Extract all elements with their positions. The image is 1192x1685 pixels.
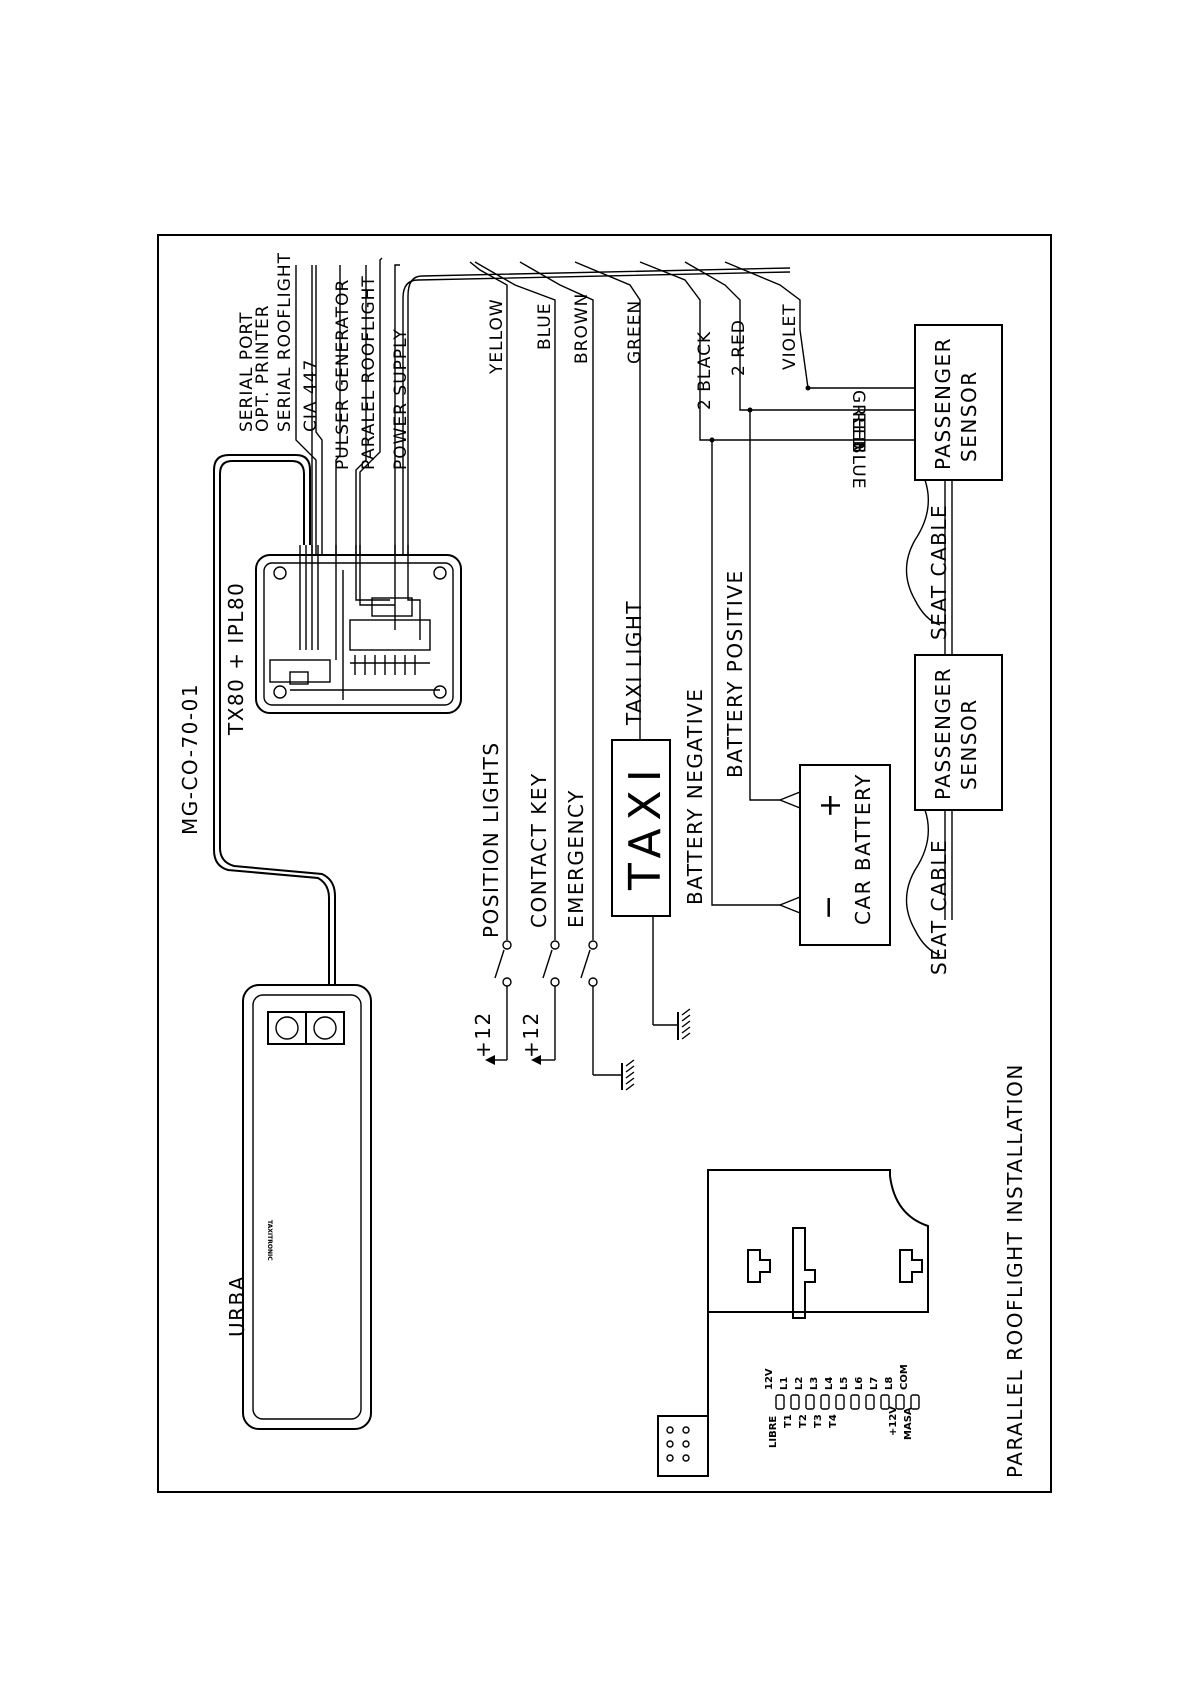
pcb-pin-l4: L4 [824, 1377, 835, 1390]
wire-label-2-black: 2 BLACK [695, 331, 715, 410]
connector-label-pulser-generator: PULSER GENERATOR [333, 279, 353, 470]
wire-label-violet: VIOLET [780, 303, 800, 370]
label-contact-key: CONTACT KEY [527, 772, 551, 928]
pcb-pins [775, 1394, 920, 1410]
pcb-pin-l2: L2 [794, 1377, 805, 1390]
sensor-wire-label-blue: BLUE [848, 442, 868, 489]
taxi-sign [611, 725, 691, 1040]
seat-cable-label-1: SEAT CABLE [927, 504, 951, 640]
sensor-wire-label-green: GREEN [848, 390, 868, 454]
pcb-pin-l6: L6 [854, 1377, 865, 1390]
passenger-sensor-2 [905, 479, 1003, 956]
label-car-battery: CAR BATTERY [851, 773, 875, 925]
diagram-title: PARALLEL ROOFLIGHT INSTALLATION [1003, 1063, 1027, 1478]
pcb-pin-com: COM [899, 1364, 910, 1390]
sensor-2-label-line-2: SENSOR [957, 698, 981, 790]
wire-label-brown: BROWN [572, 293, 592, 364]
urba-cable [213, 454, 330, 985]
supply-label-2: +12 [519, 1011, 543, 1058]
diagram-frame [157, 234, 1052, 1493]
battery-plus-sign: + [813, 785, 848, 818]
urba-brand-label: TAXITRONIC [266, 1220, 273, 1261]
pcb-pin-l8: L8 [884, 1377, 895, 1390]
sensor-1-label-line-1: PASSENGER [931, 337, 955, 470]
connector-label-opt-printer: OPT. PRINTER [253, 304, 273, 432]
pcb-pin-t1: T1 [783, 1414, 794, 1428]
connector-label-paralel-rooflight: PARALEL ROOFLIGHT [359, 275, 379, 470]
supply-label-1: +12 [471, 1011, 495, 1058]
pcb-pin-l3: L3 [809, 1377, 820, 1390]
switch-contact-key [531, 940, 560, 1065]
switch-emergency [580, 940, 635, 1091]
label-position-lights: POSITION LIGHTS [479, 741, 503, 938]
label-battery-negative: BATTERY NEGATIVE [683, 688, 707, 905]
car-battery [799, 764, 891, 946]
controller-label: TX80 + IPL80 [224, 582, 248, 736]
part-number: MG-CO-70-01 [178, 683, 202, 835]
seat-cable-label-2: SEAT CABLE [927, 839, 951, 975]
sensor-1-label-line-2: SENSOR [957, 370, 981, 462]
wire-label-blue: BLUE [535, 303, 555, 350]
pcb-outline [657, 1169, 929, 1477]
pcb-pin-libre: LIBRE [768, 1416, 779, 1448]
wire-label-green: GREEN [625, 300, 645, 364]
tx80-controller [255, 545, 462, 714]
pcb-pin-plus-12v: +12V [888, 1406, 899, 1436]
label-battery-positive: BATTERY POSITIVE [723, 569, 747, 778]
harness-wires [469, 261, 801, 940]
wire-label-yellow: YELLOW [487, 298, 507, 375]
pcb-pin-l7: L7 [869, 1377, 880, 1390]
connector-label-cia-447: CIA 447 [301, 359, 321, 432]
label-emergency: EMERGENCY [564, 789, 588, 928]
passenger-sensor-1 [709, 324, 1003, 481]
connector-label-serial-rooflight: SERIAL ROOFLIGHT [275, 252, 295, 432]
pcb-pin-l5: L5 [839, 1377, 850, 1390]
wire-label-2-red: 2 RED [729, 319, 749, 376]
pcb-pin-t3: T3 [813, 1414, 824, 1428]
switch-position-lights [485, 940, 512, 1065]
sensor-2-label-line-1: PASSENGER [931, 667, 955, 800]
pcb-pin-12v: 12V [764, 1368, 775, 1390]
battery-minus-sign: − [811, 887, 846, 920]
connector-label-serial-port: SERIAL PORT [237, 312, 257, 432]
pcb-pin-l1: L1 [779, 1377, 790, 1390]
pcb-pin-masa: MASA [903, 1407, 914, 1440]
urba-label: URBA [225, 1275, 249, 1337]
pcb-pin-t2: T2 [798, 1414, 809, 1428]
label-taxi-light: TAXI LIGHT [622, 600, 646, 726]
connector-cables [295, 257, 791, 555]
urba-rooflight: TAXITRONIC [242, 984, 372, 1430]
connector-label-power-supply: POWER SUPPLY [391, 328, 411, 470]
sensor-wire-label-red: RED [848, 412, 868, 451]
taxi-sign-text: TAXI [620, 761, 671, 891]
pcb-pin-t4: T4 [828, 1414, 839, 1428]
